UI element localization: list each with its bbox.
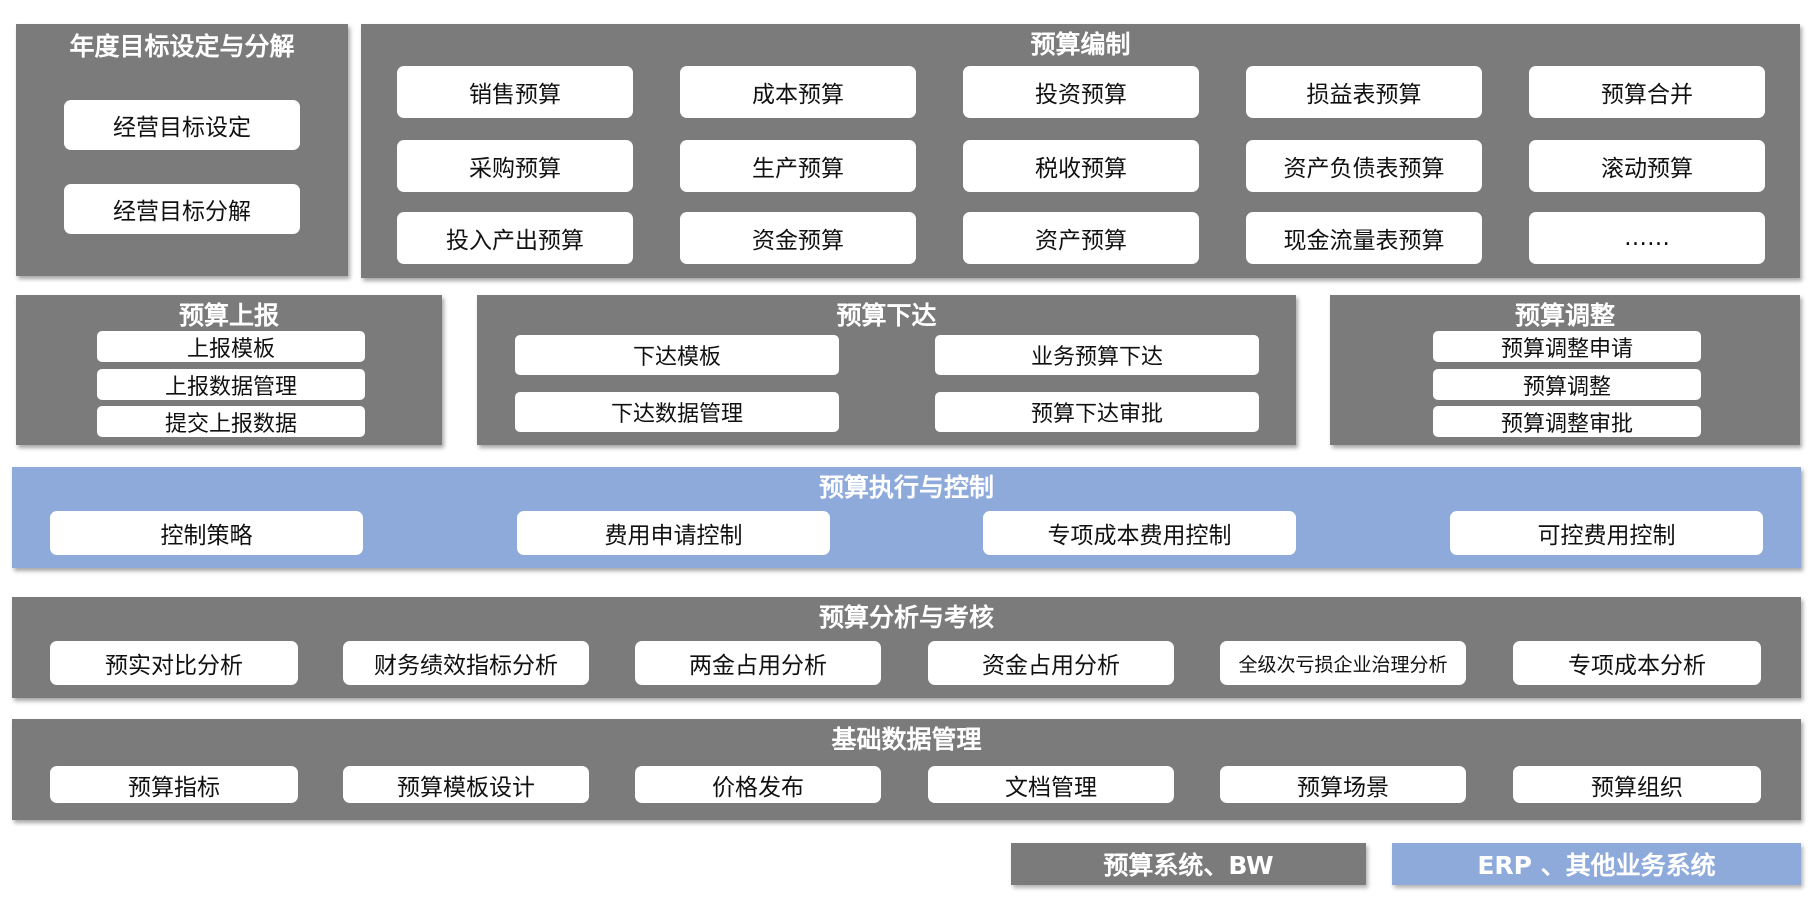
target-decomposition-box[interactable]: 经营目标分解: [64, 184, 300, 234]
capital-budget-box[interactable]: 资金预算: [680, 212, 916, 264]
erp-other-systems-tag: ERP 、其他业务系统: [1392, 843, 1801, 885]
annual-targets-title: 年度目标设定与分解: [69, 32, 295, 61]
controllable-expense-control-box[interactable]: 可控费用控制: [1450, 511, 1763, 555]
annual-targets-panel: 年度目标设定与分解 经营目标设定 经营目标分解: [16, 24, 348, 276]
budget-preparation-title: 预算编制: [1030, 30, 1131, 59]
submit-report-data-box[interactable]: 提交上报数据: [97, 406, 365, 437]
budget-adjustment-panel: 预算调整 预算调整申请 预算调整 预算调整审批: [1330, 295, 1800, 445]
basic-data-title: 基础数据管理: [831, 725, 982, 754]
analysis-assessment-panel: 预算分析与考核 预实对比分析 财务绩效指标分析 两金占用分析 资金占用分析 全级…: [12, 597, 1801, 698]
report-template-box[interactable]: 上报模板: [97, 331, 365, 362]
production-budget-box[interactable]: 生产预算: [680, 140, 916, 192]
price-release-box[interactable]: 价格发布: [635, 766, 881, 803]
issue-template-box[interactable]: 下达模板: [515, 335, 839, 375]
income-statement-budget-box[interactable]: 损益表预算: [1246, 66, 1482, 118]
budget-issue-approval-box[interactable]: 预算下达审批: [935, 392, 1259, 432]
budget-preparation-panel: 预算编制 销售预算 成本预算 投资预算 损益表预算 预算合并 采购预算 生产预算…: [361, 24, 1800, 278]
cost-budget-box[interactable]: 成本预算: [680, 66, 916, 118]
special-cost-control-box[interactable]: 专项成本费用控制: [983, 511, 1296, 555]
budget-issuing-title: 预算下达: [836, 301, 937, 330]
business-budget-issue-box[interactable]: 业务预算下达: [935, 335, 1259, 375]
cash-flow-budget-box[interactable]: 现金流量表预算: [1246, 212, 1482, 264]
budget-template-design-box[interactable]: 预算模板设计: [343, 766, 589, 803]
sales-budget-box[interactable]: 销售预算: [397, 66, 633, 118]
document-management-box[interactable]: 文档管理: [928, 766, 1174, 803]
budget-reporting-title: 预算上报: [178, 301, 279, 330]
tax-budget-box[interactable]: 税收预算: [963, 140, 1199, 192]
budget-reporting-panel: 预算上报 上报模板 上报数据管理 提交上报数据: [16, 295, 442, 445]
adjustment-request-box[interactable]: 预算调整申请: [1433, 331, 1701, 362]
rolling-budget-box[interactable]: 滚动预算: [1529, 140, 1765, 192]
loss-enterprise-governance-analysis-box[interactable]: 全级次亏损企业治理分析: [1220, 641, 1466, 685]
budget-indicator-box[interactable]: 预算指标: [50, 766, 298, 803]
financial-kpi-analysis-box[interactable]: 财务绩效指标分析: [343, 641, 589, 685]
budget-adjustment-box[interactable]: 预算调整: [1433, 369, 1701, 400]
basic-data-panel: 基础数据管理 预算指标 预算模板设计 价格发布 文档管理 预算场景 预算组织: [12, 719, 1801, 820]
target-setting-box[interactable]: 经营目标设定: [64, 100, 300, 150]
budget-system-bw-tag: 预算系统、BW: [1011, 843, 1366, 885]
purchase-budget-box[interactable]: 采购预算: [397, 140, 633, 192]
input-output-budget-box[interactable]: 投入产出预算: [397, 212, 633, 264]
budget-issuing-panel: 预算下达 下达模板 业务预算下达 下达数据管理 预算下达审批: [477, 295, 1296, 445]
capital-occupation-analysis-box[interactable]: 资金占用分析: [928, 641, 1174, 685]
analysis-assessment-title: 预算分析与考核: [818, 603, 994, 632]
balance-sheet-budget-box[interactable]: 资产负债表预算: [1246, 140, 1482, 192]
budget-consolidation-box[interactable]: 预算合并: [1529, 66, 1765, 118]
budget-adjustment-title: 预算调整: [1514, 301, 1615, 330]
more-budget-box[interactable]: ……: [1529, 212, 1765, 264]
issue-data-management-box[interactable]: 下达数据管理: [515, 392, 839, 432]
execution-control-panel: 预算执行与控制 控制策略 费用申请控制 专项成本费用控制 可控费用控制: [12, 467, 1801, 568]
expense-request-control-box[interactable]: 费用申请控制: [517, 511, 830, 555]
actual-vs-budget-analysis-box[interactable]: 预实对比分析: [50, 641, 298, 685]
budget-scenario-box[interactable]: 预算场景: [1220, 766, 1466, 803]
control-strategy-box[interactable]: 控制策略: [50, 511, 363, 555]
two-funds-occupation-analysis-box[interactable]: 两金占用分析: [635, 641, 881, 685]
report-data-management-box[interactable]: 上报数据管理: [97, 369, 365, 400]
budget-organization-box[interactable]: 预算组织: [1513, 766, 1761, 803]
adjustment-approval-box[interactable]: 预算调整审批: [1433, 406, 1701, 437]
execution-control-title: 预算执行与控制: [818, 473, 994, 502]
asset-budget-box[interactable]: 资产预算: [963, 212, 1199, 264]
investment-budget-box[interactable]: 投资预算: [963, 66, 1199, 118]
special-cost-analysis-box[interactable]: 专项成本分析: [1513, 641, 1761, 685]
